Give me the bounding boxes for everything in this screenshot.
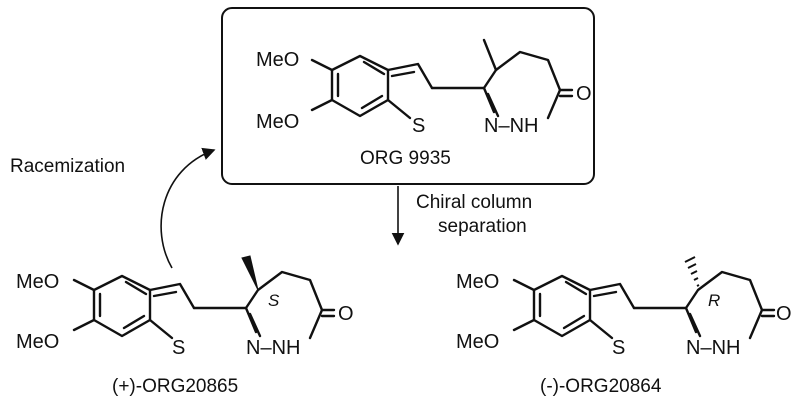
benzene-ring-bonds	[532, 274, 592, 338]
hydrazide-label: N–NH	[484, 115, 538, 137]
pyridazinone-imine-double	[486, 92, 500, 118]
pyridazinone-imine-double	[688, 312, 702, 338]
thiophene-s-label: S	[612, 337, 625, 359]
compound-org20865: MeO MeO S S N–NH O (+)-ORG20865	[16, 255, 354, 397]
pyridazinone-bonds	[684, 270, 764, 340]
compound-org20864: MeO MeO S R N–NH O (-)-ORG20864	[456, 256, 792, 397]
thiophene-s-label: S	[412, 115, 425, 137]
benzene-inner-bonds	[336, 60, 386, 110]
meo-label-2: MeO	[256, 111, 299, 133]
meo-label-1: MeO	[256, 49, 299, 71]
hashed-methyl-bond	[684, 256, 700, 287]
carbonyl-o-label: O	[776, 303, 792, 325]
pyridazinone-imine-double	[248, 312, 262, 338]
thiophene-double-bond	[592, 290, 618, 298]
meo-label-2: MeO	[456, 331, 499, 353]
stereocenter-label: R	[708, 291, 720, 310]
thiophene-s-label: S	[172, 337, 185, 359]
thiophene-bonds	[588, 282, 636, 340]
meo-label-1: MeO	[456, 271, 499, 293]
separation-label-2: separation	[438, 216, 527, 237]
thiophene-bonds	[386, 62, 434, 120]
meo-label-2: MeO	[16, 331, 59, 353]
thiophene-double-bond	[152, 290, 178, 298]
compound-name-org20865: (+)-ORG20865	[112, 376, 238, 397]
benzene-inner-bonds	[98, 280, 148, 330]
methoxy-bond-1	[72, 278, 96, 292]
carbonyl-o-label: O	[338, 303, 354, 325]
meo-label-1: MeO	[16, 271, 59, 293]
pyridazinone-bonds	[482, 50, 562, 120]
racemization-label: Racemization	[10, 156, 125, 177]
wedge-methyl-bond	[241, 255, 259, 291]
racemate-box	[221, 7, 595, 185]
pyridazinone-bonds	[244, 270, 324, 340]
carbonyl-bond	[760, 308, 776, 318]
compound-org9935: MeO MeO S N–NH O ORG 9935	[256, 38, 592, 169]
methoxy-bond-2	[512, 318, 536, 332]
methoxy-bond-2	[310, 98, 334, 112]
carbonyl-bond	[320, 308, 336, 318]
methoxy-bond-1	[310, 58, 334, 72]
carbonyl-bond	[558, 88, 574, 98]
benzene-ring-bonds	[330, 54, 390, 118]
thiophene-double-bond	[390, 70, 416, 78]
methoxy-bond-2	[72, 318, 96, 332]
benzene-inner-bonds	[538, 280, 588, 330]
methyl-bond	[482, 38, 498, 72]
hydrazide-label: N–NH	[246, 337, 300, 359]
compound-name-org20864: (-)-ORG20864	[540, 376, 662, 397]
carbonyl-o-label: O	[576, 83, 592, 105]
separation-label-1: Chiral column	[416, 192, 532, 213]
hydrazide-label: N–NH	[686, 337, 740, 359]
compound-name-org9935: ORG 9935	[360, 148, 451, 169]
methoxy-bond-1	[512, 278, 536, 292]
racemization-arrow	[160, 147, 216, 269]
benzene-ring-bonds	[92, 274, 152, 338]
stereocenter-label: S	[268, 291, 280, 310]
thiophene-bonds	[148, 282, 196, 340]
